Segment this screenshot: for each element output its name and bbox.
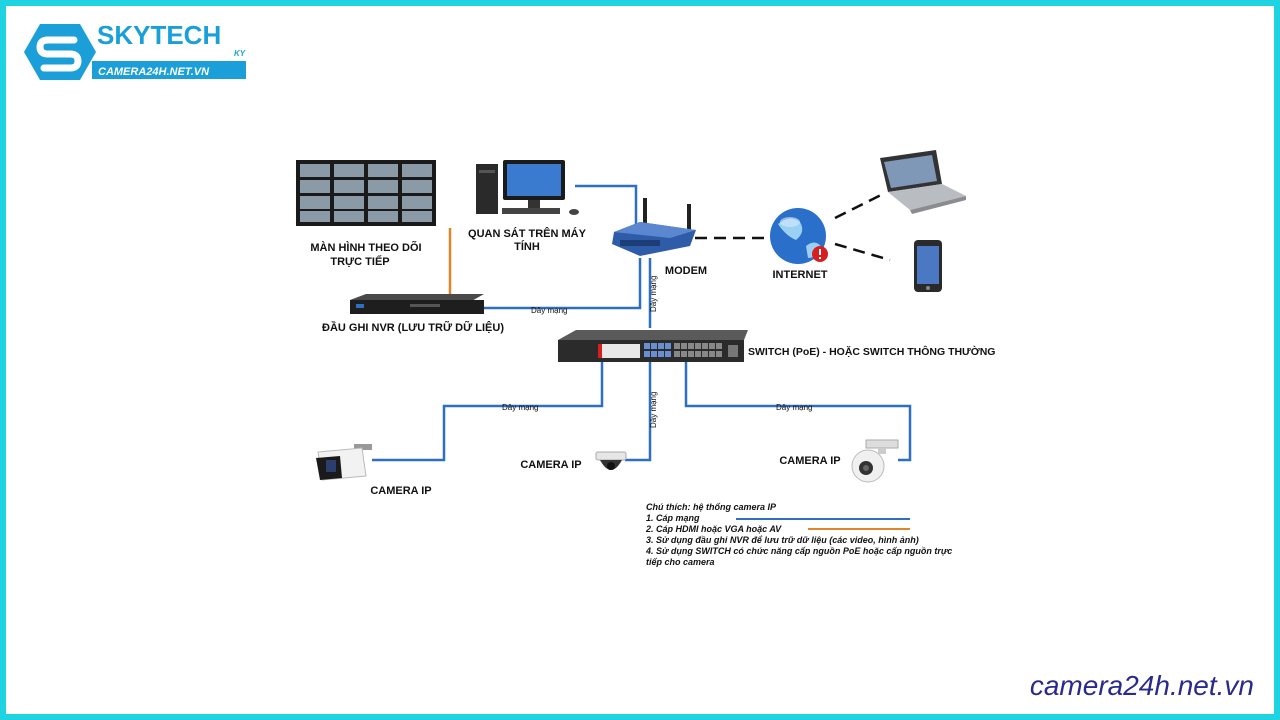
- label-camera-mid: CAMERA IP: [520, 459, 581, 471]
- legend-item-4-cont: tiếp cho camera: [646, 557, 715, 567]
- logo-s-icon: [24, 24, 96, 80]
- logo-domain: CAMERA24H.NET.VN: [98, 66, 210, 78]
- legend-item-3: 3. Sử dụng đầu ghi NVR để lưu trữ dữ liệ…: [646, 535, 919, 545]
- logo-suffix: KY: [234, 49, 246, 58]
- legend-title: Chú thích: hệ thống camera IP: [646, 502, 777, 512]
- nvr-icon: [350, 294, 484, 314]
- website-watermark: camera24h.net.vn: [1029, 670, 1254, 701]
- cable-pc-modem: [575, 184, 638, 230]
- globe-icon: [770, 208, 828, 264]
- ptz-camera-icon: [851, 439, 899, 483]
- logo-brand: SKYTECH: [97, 20, 221, 50]
- switch-icon: [558, 330, 748, 362]
- router-icon: [612, 198, 696, 256]
- laptop-icon: [880, 150, 966, 214]
- logo: SKYTECH KY CAMERA24H.NET.VN: [24, 20, 246, 80]
- link-internet-laptop: [834, 191, 886, 220]
- legend-item-4: 4. Sử dụng SWITCH có chức năng cấp nguồn…: [645, 546, 952, 556]
- label-pc-line2: TÍNH: [514, 240, 540, 253]
- label-nvr: ĐẦU GHI NVR (LƯU TRỮ DỮ LIỆU): [322, 321, 504, 334]
- cables: [372, 184, 912, 462]
- label-monitor-line1: MÀN HÌNH THEO DÕI: [310, 241, 421, 254]
- monitor-wall-icon: [296, 160, 436, 226]
- cable-label-modem-switch: Dây mạng: [649, 276, 658, 312]
- legend-item-2: 2. Cáp HDMI hoặc VGA hoặc AV: [645, 524, 782, 534]
- label-internet: INTERNET: [773, 269, 828, 281]
- cable-switch-mid-camera: [625, 362, 652, 462]
- label-modem: MODEM: [665, 265, 707, 277]
- dome-camera-icon: [595, 451, 627, 470]
- desktop-pc-icon: [476, 160, 579, 215]
- legend-item-1: 1. Cáp mạng: [646, 513, 700, 523]
- cable-switch-right-camera: [684, 362, 912, 462]
- label-monitor-line2: TRỰC TIẾP: [330, 255, 389, 268]
- label-camera-left: CAMERA IP: [370, 485, 431, 497]
- label-pc-line1: QUAN SÁT TRÊN MÁY: [468, 227, 587, 240]
- link-internet-phone: [834, 242, 891, 262]
- smartphone-icon: [914, 240, 942, 292]
- cable-label-switch-mid: Dây mạng: [649, 392, 658, 428]
- cable-label-right: Dây mạng: [776, 403, 812, 412]
- bullet-camera-icon: [316, 444, 372, 481]
- label-camera-right: CAMERA IP: [779, 455, 840, 467]
- cable-nvr-modem: [484, 258, 642, 310]
- cable-switch-left-camera: [372, 362, 604, 462]
- video-cable: [440, 228, 452, 302]
- cable-label-nvr-modem: Dây mạng: [531, 306, 567, 315]
- cable-label-left: Dây mạng: [502, 403, 538, 412]
- legend: Chú thích: hệ thống camera IP 1. Cáp mạn…: [645, 502, 952, 567]
- label-switch: SWITCH (PoE) - HOẶC SWITCH THÔNG THƯỜNG: [748, 345, 995, 358]
